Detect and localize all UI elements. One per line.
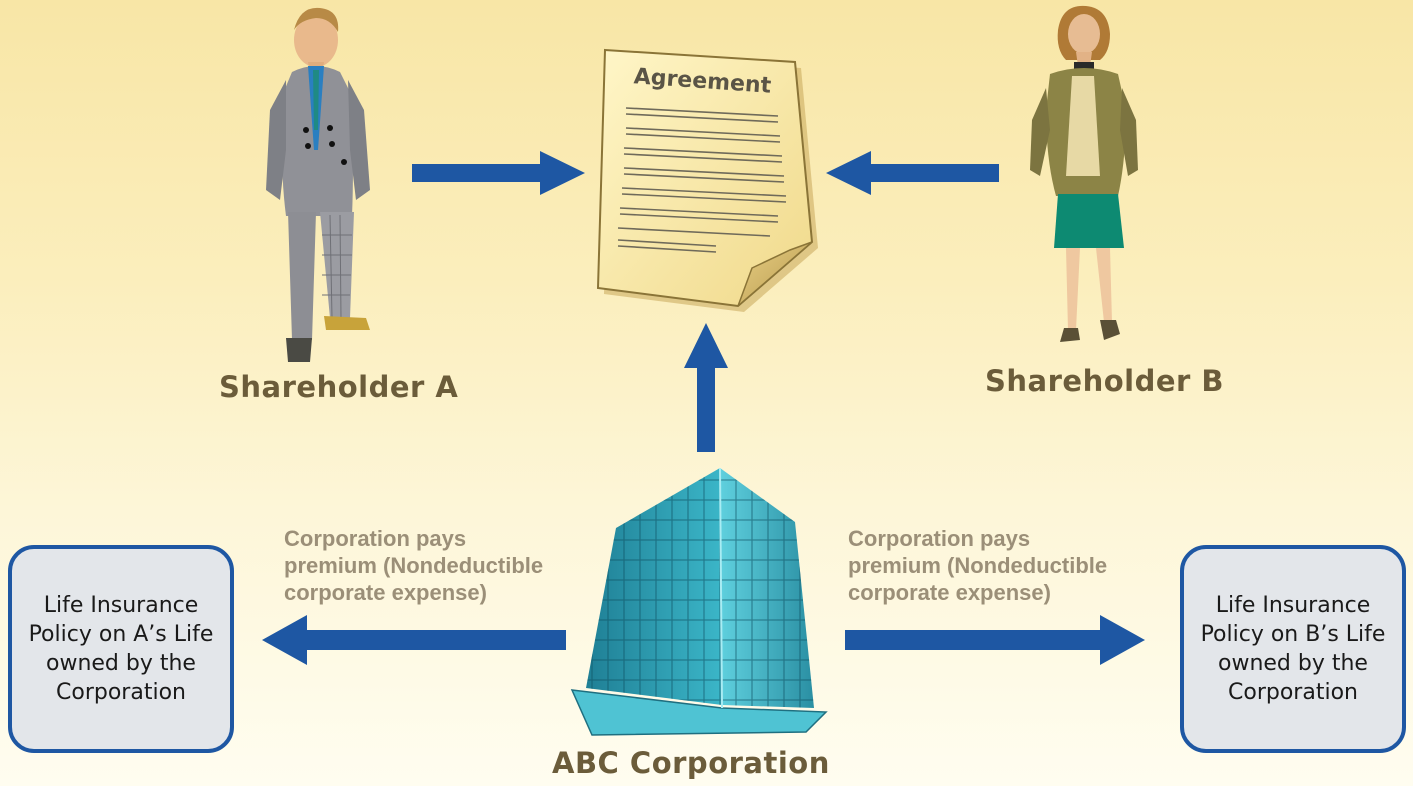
premium-caption-left: Corporation pays premium (Nondeductible … bbox=[284, 525, 543, 606]
corporation-building-icon bbox=[570, 467, 828, 736]
arrow-corporation-to-policy-b bbox=[845, 615, 1145, 665]
policy-b-line: Life Insurance bbox=[1215, 593, 1371, 618]
arrow-corporation-to-policy-a bbox=[262, 615, 566, 665]
premium-caption-right-line: corporate expense) bbox=[848, 580, 1051, 605]
shareholder-b-figure-icon bbox=[1030, 5, 1138, 342]
agreement-document-icon: Agreement bbox=[596, 48, 818, 312]
shareholder-a-figure-icon bbox=[266, 7, 370, 362]
policy-b-line: Policy on B’s Life bbox=[1200, 622, 1386, 647]
policy-b-box: Life Insurance Policy on B’s Life owned … bbox=[1180, 545, 1406, 753]
premium-caption-right: Corporation pays premium (Nondeductible … bbox=[848, 525, 1107, 606]
corporation-label: ABC Corporation bbox=[552, 746, 830, 780]
arrow-a-to-agreement bbox=[412, 151, 585, 195]
policy-b-line: owned by the bbox=[1218, 651, 1368, 676]
policy-a-line: Corporation bbox=[56, 680, 186, 705]
premium-caption-right-line: premium (Nondeductible bbox=[848, 553, 1108, 578]
arrow-b-to-agreement bbox=[826, 151, 999, 195]
policy-a-line: Policy on A’s Life bbox=[28, 622, 214, 647]
shareholder-b-label: Shareholder B bbox=[985, 364, 1225, 398]
policy-b-line: Corporation bbox=[1228, 680, 1358, 705]
shareholder-a-label: Shareholder A bbox=[219, 370, 459, 404]
premium-caption-left-line: Corporation pays bbox=[284, 526, 467, 551]
arrow-corporation-to-agreement bbox=[684, 323, 728, 452]
premium-caption-left-line: premium (Nondeductible bbox=[284, 553, 544, 578]
premium-caption-left-line: corporate expense) bbox=[284, 580, 487, 605]
premium-caption-right-line: Corporation pays bbox=[848, 526, 1031, 551]
policy-a-line: Life Insurance bbox=[43, 593, 199, 618]
policy-a-line: owned by the bbox=[46, 651, 196, 676]
policy-a-box: Life Insurance Policy on A’s Life owned … bbox=[8, 545, 234, 753]
